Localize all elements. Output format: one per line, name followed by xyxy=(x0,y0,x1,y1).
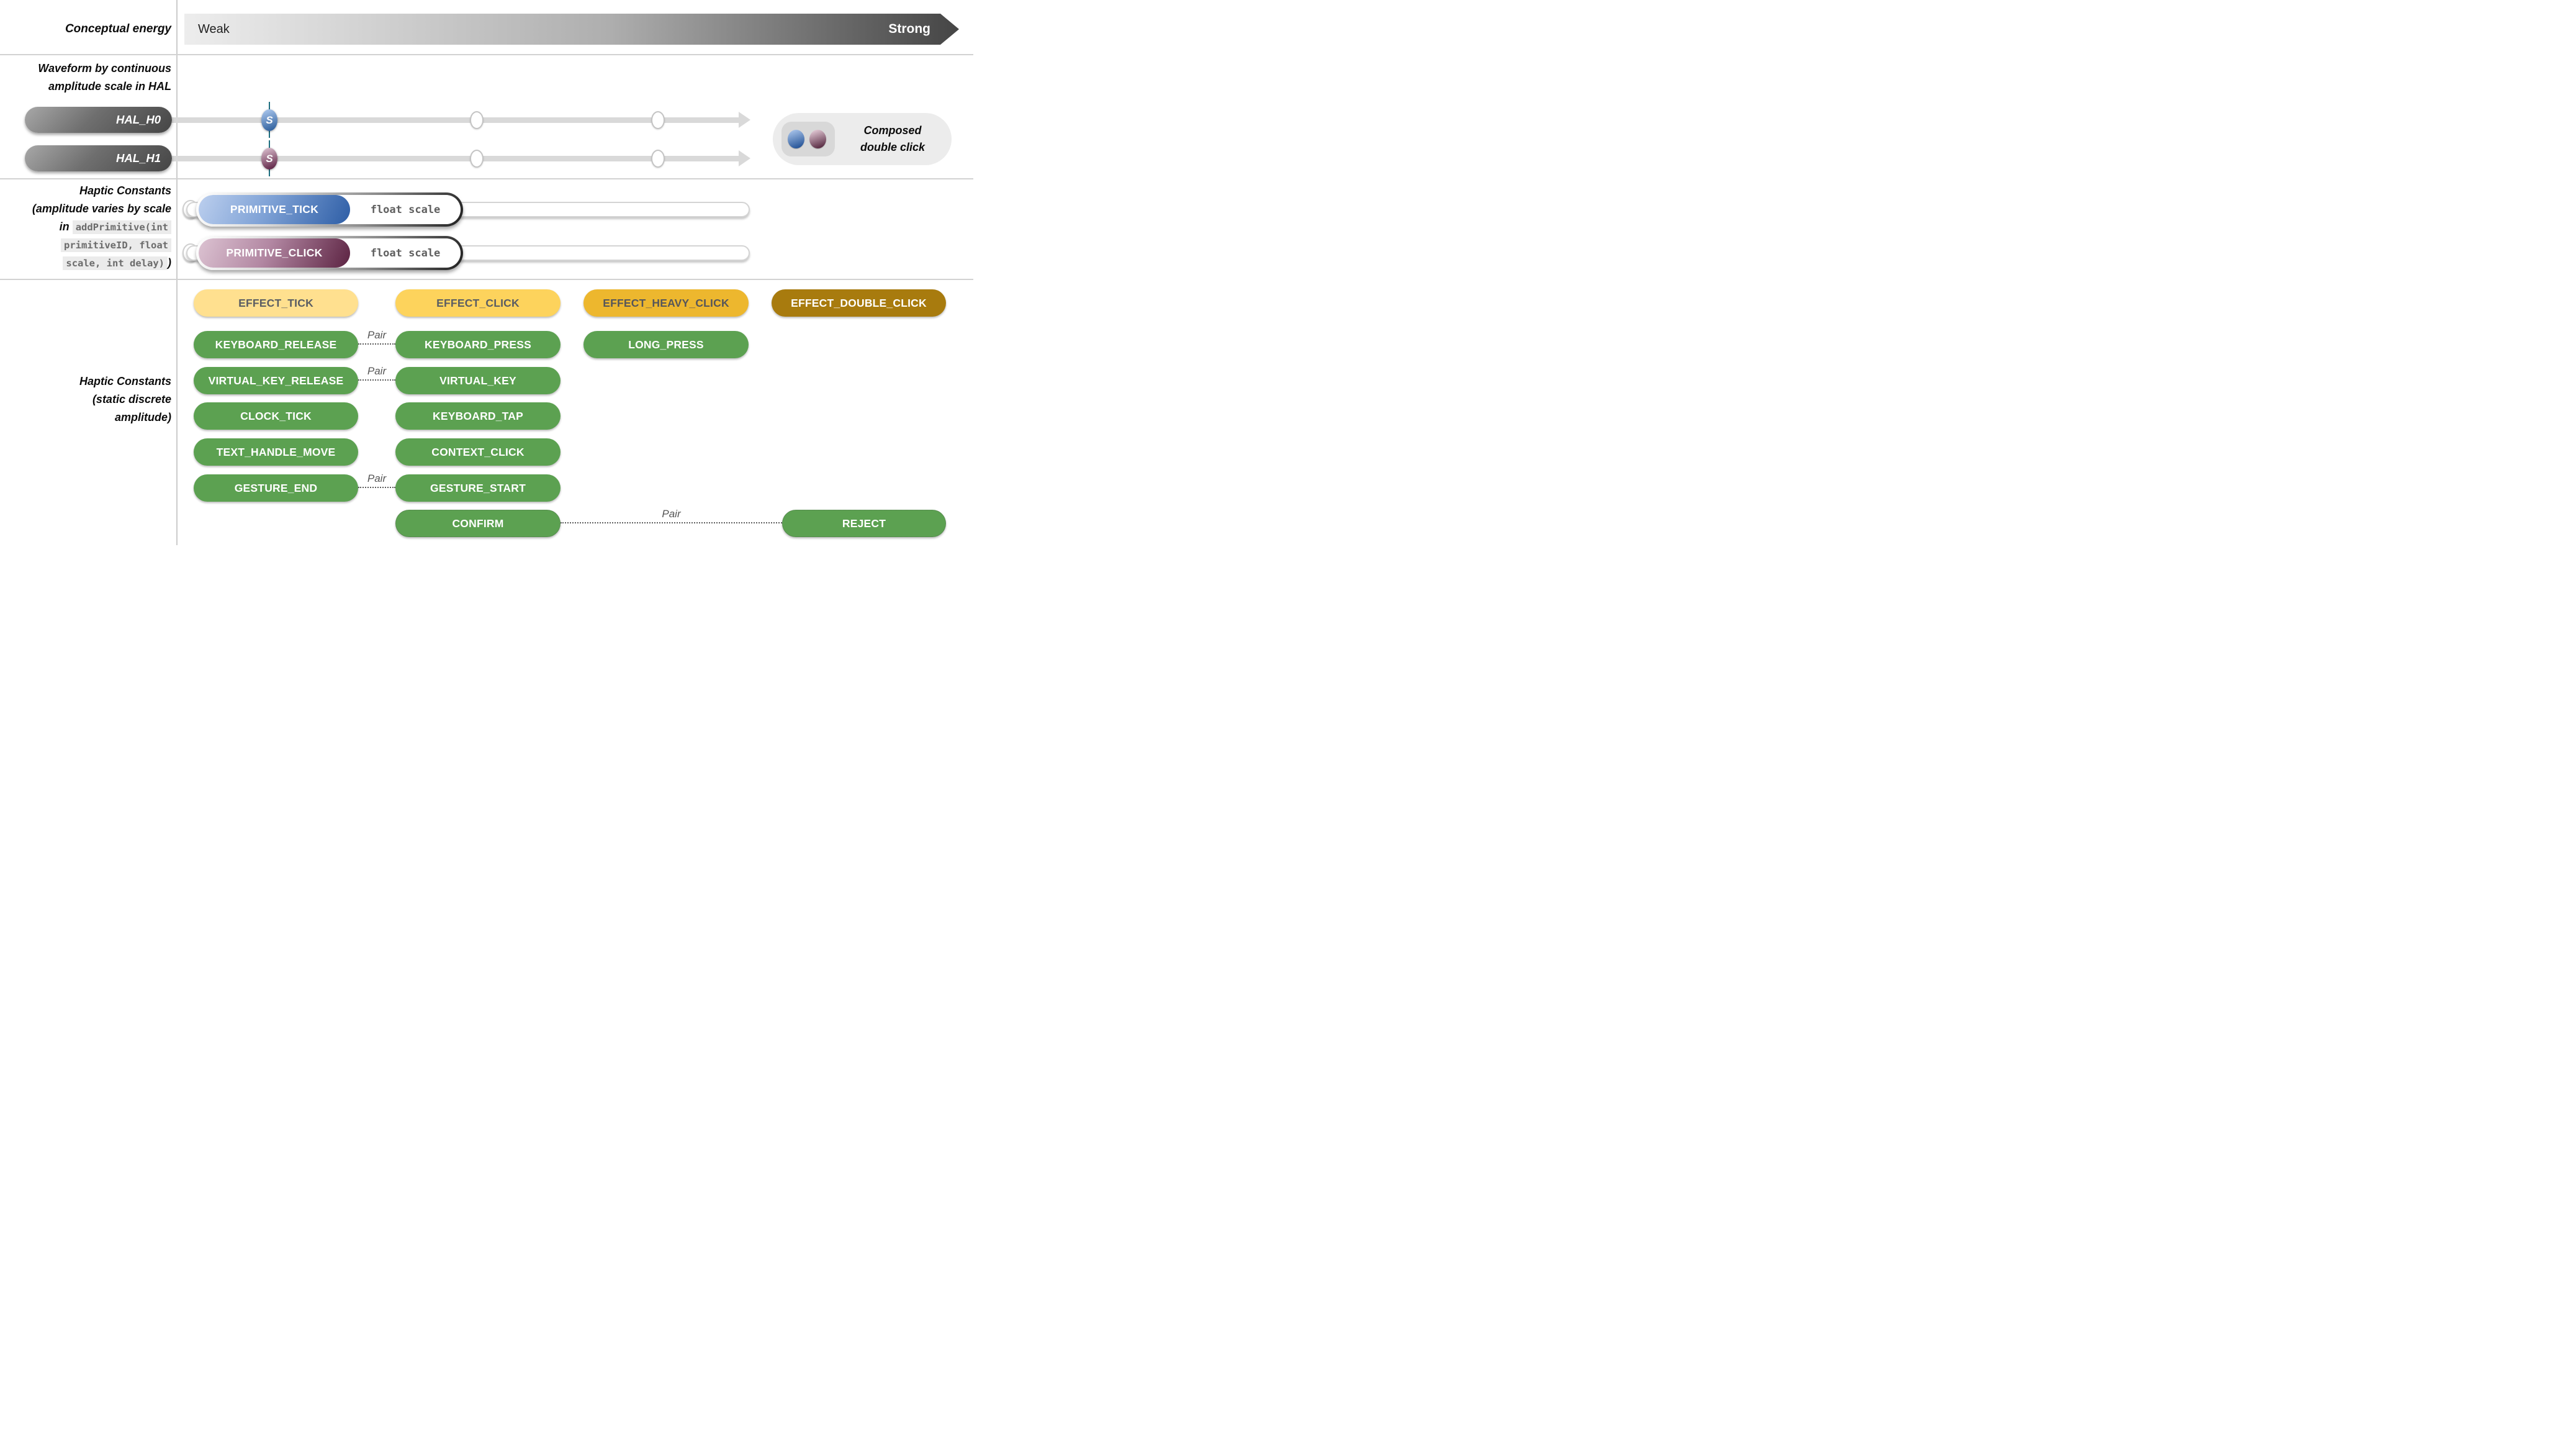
pair-connector: Pair xyxy=(561,507,782,523)
text-handle-move-chip: TEXT_HANDLE_MOVE xyxy=(194,438,358,466)
keyboard-release-chip: KEYBOARD_RELEASE xyxy=(194,331,358,358)
hal-h1-arrowhead-icon xyxy=(739,150,750,166)
strong-label: Strong xyxy=(888,22,930,36)
tick-dot-icon xyxy=(788,130,804,148)
effect-double-click-chip: EFFECT_DOUBLE_CLICK xyxy=(772,289,946,317)
pair-dotted-line xyxy=(358,343,395,345)
hal-h0-pill: HAL_H0 xyxy=(25,107,172,133)
energy-gradient-bar: Weak Strong xyxy=(184,14,959,45)
static-section-title: Haptic Constants (static discrete amplit… xyxy=(0,373,171,427)
pair-label: Pair xyxy=(662,508,681,520)
section-divider-2 xyxy=(0,178,973,179)
hal-h1-scale-marker-icon: S xyxy=(261,148,277,170)
hal-h1-node-icon xyxy=(651,150,665,168)
conceptual-energy-label: Conceptual energy xyxy=(65,22,171,35)
primitive-title-line3: in addPrimitive(int xyxy=(0,218,171,236)
pair-label: Pair xyxy=(367,365,387,377)
hal-h0-arrowhead-icon xyxy=(739,112,750,128)
virtual-key-chip: VIRTUAL_KEY xyxy=(395,367,561,394)
hal-h0-node-icon xyxy=(651,111,665,129)
primitive-click-param: float scale xyxy=(350,238,461,268)
primitive-title-line5: scale, int delay)) xyxy=(0,254,171,272)
hal-h0-node-icon xyxy=(470,111,484,129)
hal-h1-track xyxy=(172,156,739,161)
pair-dotted-line xyxy=(358,379,395,381)
click-dot-icon xyxy=(809,130,826,148)
hal-h0-track xyxy=(172,117,739,123)
hal-h1-node-icon xyxy=(470,150,484,168)
pair-connector: Pair xyxy=(358,328,395,345)
pair-dotted-line xyxy=(358,487,395,488)
static-title-line3: amplitude) xyxy=(114,411,171,423)
effect-heavy-click-chip: EFFECT_HEAVY_CLICK xyxy=(583,289,749,317)
primitive-click-label: PRIMITIVE_CLICK xyxy=(199,238,350,268)
primitive-section-title: Haptic Constants (amplitude varies by sc… xyxy=(0,182,171,272)
pair-dotted-line xyxy=(561,522,782,523)
haptics-diagram: Conceptual energy Weak Strong Waveform b… xyxy=(0,0,973,545)
pair-label: Pair xyxy=(367,329,387,341)
column-divider xyxy=(176,0,178,545)
hal-title-line2: amplitude scale in HAL xyxy=(48,80,171,93)
hal-h1-pill: HAL_H1 xyxy=(25,145,172,171)
reject-chip: REJECT xyxy=(782,510,946,537)
effect-click-chip: EFFECT_CLICK xyxy=(395,289,561,317)
composed-double-click-badge: Composed double click xyxy=(773,113,952,165)
primitive-tick-slider-thumb: PRIMITIVE_TICK float scale xyxy=(196,192,463,227)
pair-connector: Pair xyxy=(358,472,395,488)
hal-title-line1: Waveform by continuous xyxy=(38,62,171,75)
static-title-line1: Haptic Constants xyxy=(79,375,171,387)
primitive-tick-param: float scale xyxy=(350,195,461,224)
context-click-chip: CONTEXT_CLICK xyxy=(395,438,561,466)
static-title-line2: (static discrete xyxy=(92,393,171,405)
hal-section-title: Waveform by continuous amplitude scale i… xyxy=(0,60,171,96)
gesture-end-chip: GESTURE_END xyxy=(194,474,358,502)
long-press-chip: LONG_PRESS xyxy=(583,331,749,358)
primitive-tick-label: PRIMITIVE_TICK xyxy=(199,195,350,224)
primitive-title-line4: primitiveID, float xyxy=(0,236,171,254)
gesture-start-chip: GESTURE_START xyxy=(395,474,561,502)
composed-dots-box xyxy=(781,122,835,156)
keyboard-tap-chip: KEYBOARD_TAP xyxy=(395,402,561,430)
weak-label: Weak xyxy=(198,22,230,36)
section-divider-1 xyxy=(0,54,973,55)
primitive-title-line2: (amplitude varies by scale xyxy=(32,202,171,215)
virtual-key-release-chip: VIRTUAL_KEY_RELEASE xyxy=(194,367,358,394)
pair-connector: Pair xyxy=(358,364,395,381)
clock-tick-chip: CLOCK_TICK xyxy=(194,402,358,430)
confirm-chip: CONFIRM xyxy=(395,510,561,537)
composed-label: Composed double click xyxy=(860,124,925,153)
effect-tick-chip: EFFECT_TICK xyxy=(194,289,358,317)
keyboard-press-chip: KEYBOARD_PRESS xyxy=(395,331,561,358)
hal-h0-scale-marker-icon: S xyxy=(261,109,277,131)
section-divider-3 xyxy=(0,279,973,280)
pair-label: Pair xyxy=(367,473,387,484)
primitive-title-line1: Haptic Constants xyxy=(79,184,171,197)
primitive-click-slider-thumb: PRIMITIVE_CLICK float scale xyxy=(196,236,463,270)
